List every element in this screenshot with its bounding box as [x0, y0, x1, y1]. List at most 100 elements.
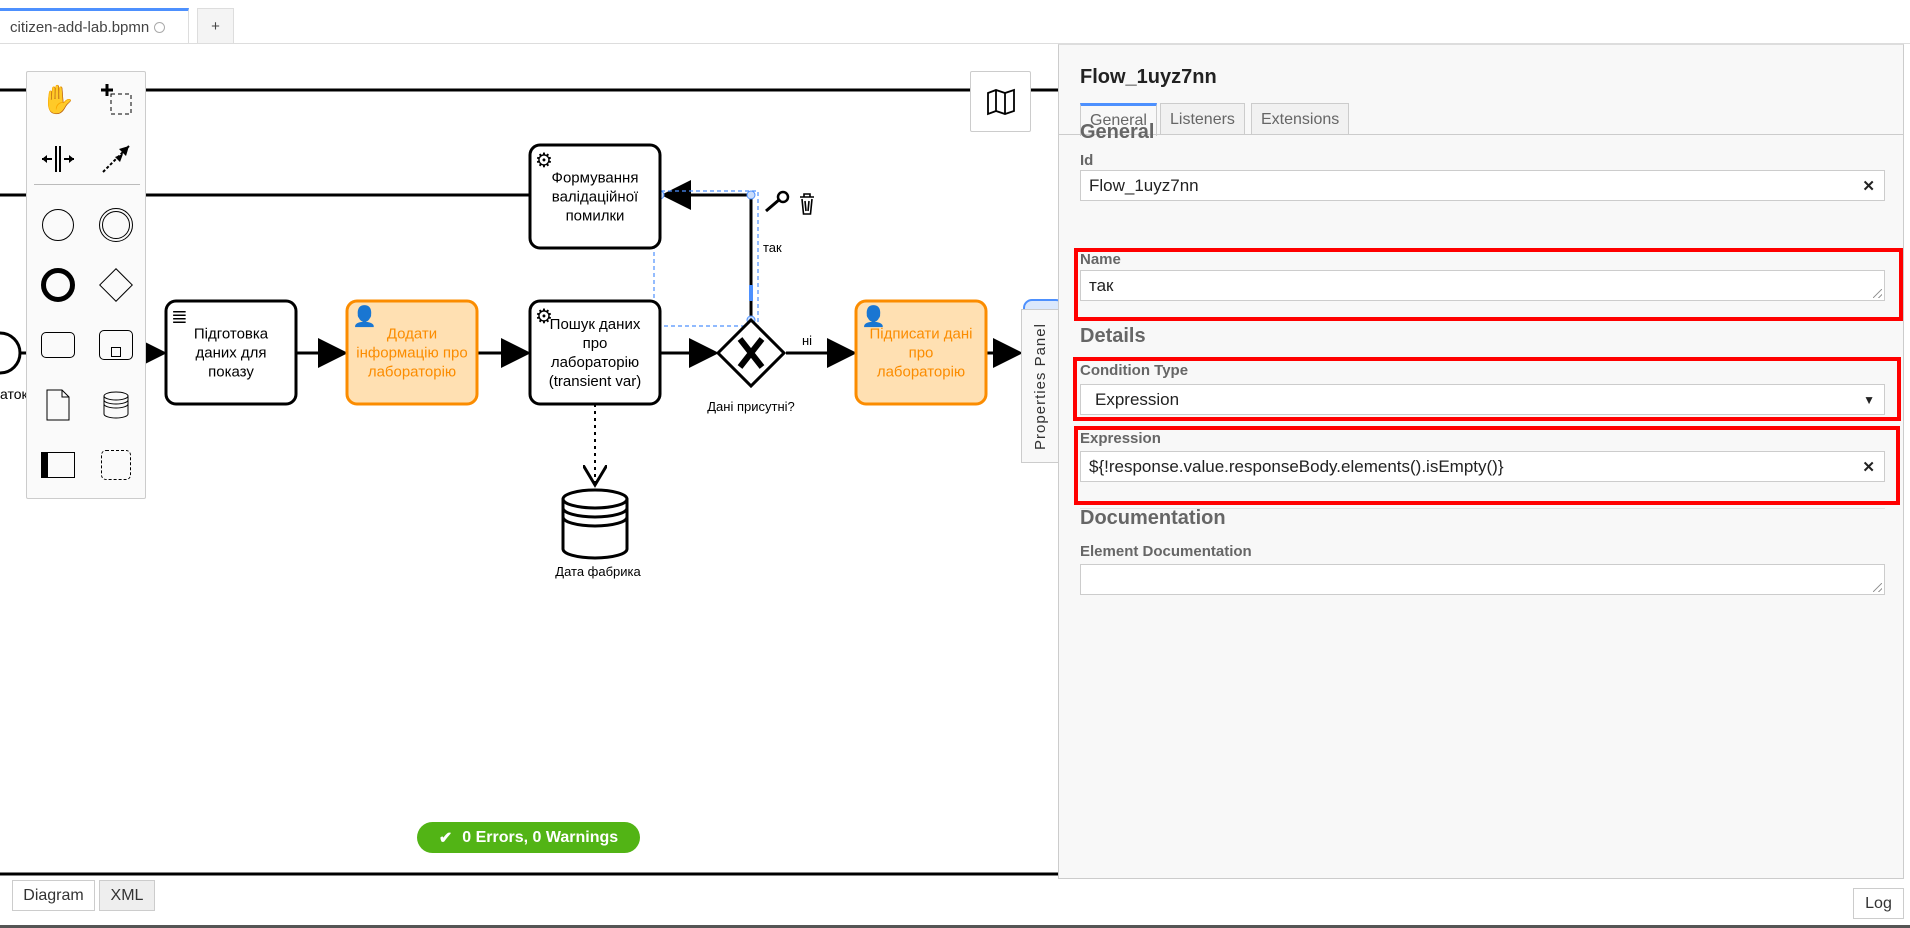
global-connect-tool-icon[interactable]: [91, 134, 141, 184]
element-documentation-textarea[interactable]: [1080, 564, 1885, 595]
task[interactable]: ⚙Пошук даних про лабораторію (transient var…: [528, 299, 662, 406]
condition-type-select[interactable]: Expression ▼: [1080, 384, 1885, 415]
name-label: Name: [1080, 251, 1121, 268]
user-icon: 👤: [861, 304, 886, 328]
script-icon: ≣: [171, 306, 188, 328]
xml-view-button[interactable]: XML: [99, 880, 155, 911]
condition-type-label: Condition Type: [1080, 362, 1189, 379]
highlight-condition-type: [1073, 357, 1901, 421]
task-label-line: помилки: [566, 208, 625, 225]
task-label-line: (transient var): [549, 373, 642, 390]
waypoint-handle[interactable]: [746, 190, 756, 200]
start-event[interactable]: [0, 331, 22, 375]
task-tool-icon[interactable]: [33, 320, 83, 370]
properties-panel-toggle-label: Properties Panel: [1032, 322, 1049, 450]
start-event-label: аток: [0, 386, 29, 402]
validation-status-label: 0 Errors, 0 Warnings: [462, 828, 619, 846]
tab-general[interactable]: General: [1080, 103, 1157, 136]
check-icon: ✔: [438, 829, 453, 847]
task-label-line: інформацію про: [356, 345, 467, 362]
task-label-line: Підписати дані: [869, 326, 972, 343]
element-documentation-label: Element Documentation: [1080, 543, 1252, 560]
gateway-label: Дані присутні?: [707, 399, 795, 414]
task-label-line: про: [909, 345, 934, 362]
data-store-tool-icon[interactable]: [91, 380, 141, 430]
tab-listeners[interactable]: Listeners: [1160, 103, 1245, 135]
data-store[interactable]: [561, 488, 629, 560]
resize-handle-icon[interactable]: [1873, 583, 1882, 592]
validation-status-badge[interactable]: ✔ 0 Errors, 0 Warnings: [417, 822, 640, 853]
properties-title: Flow_1uyz7nn: [1080, 66, 1217, 88]
task[interactable]: 👤Підписати дані про лабораторію: [854, 299, 988, 406]
section-documentation-heading: Documentation: [1080, 507, 1226, 529]
name-textarea[interactable]: так: [1080, 270, 1885, 301]
task-label-line: валідаційної: [552, 189, 639, 206]
resize-handle-icon[interactable]: [1873, 289, 1882, 298]
space-tool-icon[interactable]: [33, 134, 83, 184]
subprocess-tool-icon[interactable]: [91, 320, 141, 370]
unsaved-circle-icon: [154, 22, 166, 33]
pool-tool-icon[interactable]: [33, 440, 83, 490]
window-bottom-edge: [0, 925, 1910, 928]
properties-panel-toggle[interactable]: Properties Panel: [1021, 309, 1059, 463]
sequence-flow-yes-selected[interactable]: [661, 180, 753, 320]
task-shape[interactable]: [854, 299, 988, 406]
minimap-toggle-button[interactable]: [970, 71, 1031, 132]
intermediate-event-tool-icon[interactable]: [91, 200, 141, 250]
exclusive-gateway[interactable]: [715, 317, 787, 389]
task-label-line: Пошук даних: [550, 316, 641, 333]
section-divider: [1080, 508, 1885, 509]
end-event-tool-icon[interactable]: [33, 260, 83, 310]
gateway-tool-icon[interactable]: [91, 260, 141, 310]
tabbar-divider: [0, 43, 1910, 44]
log-button[interactable]: Log: [1853, 888, 1904, 919]
id-input[interactable]: Flow_1uyz7nn ✕: [1080, 170, 1885, 201]
condition-type-value: Expression: [1095, 389, 1180, 409]
highlight-expression: [1074, 426, 1900, 505]
task-label-line: лабораторію: [551, 354, 639, 371]
expression-input[interactable]: ${!response.value.responseBody.elements(…: [1080, 451, 1885, 482]
data-store-label: Дата фабрика: [555, 564, 641, 579]
flow-yes-label: так: [763, 240, 782, 255]
diagram-svg[interactable]: аток так ні ⚙Формуваннявалідаційноїпомил…: [0, 44, 1058, 878]
id-value: Flow_1uyz7nn: [1089, 175, 1199, 195]
map-icon: [986, 88, 1015, 115]
file-tab-label: citizen-add-lab.bpmn: [10, 19, 150, 36]
task-label-line: Формування: [552, 170, 639, 187]
start-event-tool-icon[interactable]: [33, 200, 83, 250]
file-tab[interactable]: citizen-add-lab.bpmn: [0, 8, 189, 44]
task[interactable]: ⚙Формування валідаційної помилки: [528, 143, 662, 250]
name-value: так: [1089, 275, 1114, 295]
tab-extensions[interactable]: Extensions: [1251, 103, 1350, 135]
task-label-line: Підготовка: [194, 326, 269, 343]
lasso-tool-icon[interactable]: [91, 74, 141, 124]
gear-icon: ⚙: [535, 306, 553, 328]
task-label-line: лабораторію: [877, 364, 965, 381]
highlight-name: [1074, 248, 1903, 321]
wrench-icon[interactable]: [765, 190, 790, 213]
task-shape[interactable]: [345, 299, 479, 406]
palette-separator: [34, 184, 140, 185]
segment-drag-handle[interactable]: [749, 285, 753, 301]
diagram-view-button[interactable]: Diagram: [12, 880, 95, 911]
task-label-line: лабораторію: [368, 364, 456, 381]
gear-icon: ⚙: [535, 150, 553, 172]
task-shape[interactable]: [528, 143, 662, 250]
task-label-line: даних для: [195, 345, 266, 362]
properties-panel: Flow_1uyz7nn General Listeners Extension…: [1058, 44, 1904, 879]
task-label-line: про: [583, 335, 608, 352]
data-object-tool-icon[interactable]: [33, 380, 83, 430]
group-tool-icon[interactable]: [91, 440, 141, 490]
add-tab-button[interactable]: +: [197, 8, 234, 44]
trash-icon[interactable]: [800, 193, 814, 215]
hand-tool-icon[interactable]: ✋: [40, 83, 76, 115]
clear-id-icon[interactable]: ✕: [1862, 177, 1875, 195]
task-label-line: Додати: [387, 326, 437, 343]
chevron-down-icon: ▼: [1863, 392, 1875, 407]
id-label: Id: [1080, 152, 1094, 169]
clear-expression-icon[interactable]: ✕: [1862, 458, 1875, 476]
task-shape[interactable]: [164, 299, 298, 406]
